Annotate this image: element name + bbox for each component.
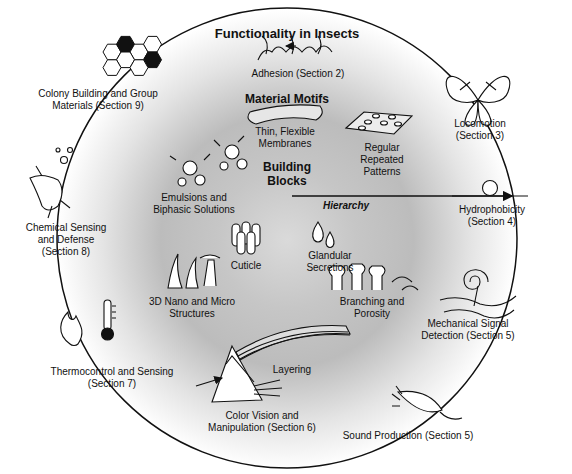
ring-region: Material MotifsBuilding Blocks [117, 70, 457, 410]
section-label: Color Vision and Manipulation (Section 6… [202, 410, 322, 434]
ring-heading: Functionality in Insects [187, 26, 387, 41]
section-label: Mechanical Signal Detection (Section 5) [408, 318, 528, 342]
section-label: Regular Repeated Patterns [342, 142, 422, 178]
section-label: Hydrophobicity (Section 4) [447, 204, 537, 228]
section-label: 3D Nano and Micro Structures [147, 296, 237, 320]
section-label: Branching and Porosity [330, 296, 414, 320]
section-label: Adhesion (Section 2) [233, 68, 363, 80]
section-label: Locomotion (Section 3) [444, 118, 516, 142]
section-label: Layering [262, 364, 322, 376]
section-label: Thin, Flexible Membranes [245, 126, 325, 150]
section-label: Chemical Sensing and Defense (Section 8) [24, 222, 108, 258]
section-label: Glandular Secretions [299, 250, 361, 274]
section-label: Thermocontrol and Sensing (Section 7) [47, 366, 177, 390]
axis-label: Hierarchy [311, 200, 381, 212]
section-label: Emulsions and Biphasic Solutions [146, 192, 242, 216]
section-label: Sound Production (Section 5) [338, 430, 478, 442]
ring-heading: Material Motifs [222, 92, 352, 106]
section-label: Colony Building and Group Materials (Sec… [33, 88, 163, 112]
section-label: Cuticle [221, 260, 271, 272]
ring-heading: Building Blocks [256, 160, 318, 188]
